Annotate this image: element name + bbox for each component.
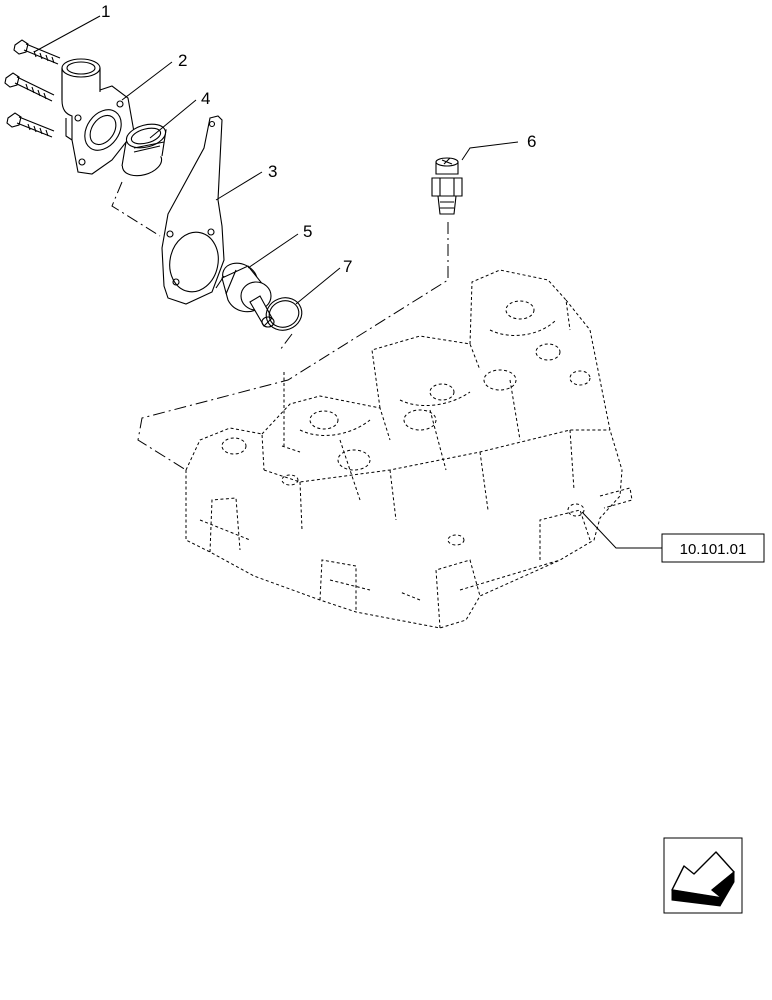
gasket-part-3 — [161, 115, 225, 305]
callout-7: 7 — [343, 257, 352, 276]
callout-5: 5 — [303, 222, 312, 241]
callout-2: 2 — [178, 51, 187, 70]
reference-box[interactable] — [661, 533, 765, 563]
bolt-part-1 — [4, 39, 61, 138]
arrow-back-icon[interactable] — [663, 837, 743, 914]
temperature-sensor-part-6 — [431, 157, 463, 215]
assembly-path-lines — [111, 181, 449, 471]
reference-label: 10.101.01 — [680, 541, 747, 558]
bolt-bottom — [6, 112, 55, 138]
callout-3: 3 — [268, 162, 277, 181]
reference-link-10-101-01[interactable]: 10.101.01 — [661, 533, 765, 563]
o-ring-part-7 — [265, 297, 303, 331]
bolt-middle — [4, 72, 55, 102]
callout-4: 4 — [201, 89, 210, 108]
thermostat-part-5 — [215, 262, 275, 328]
bolt-top — [13, 39, 61, 65]
sleeve-part-4 — [121, 123, 167, 177]
callout-1: 1 — [101, 2, 110, 21]
thermostat-housing-part-2 — [61, 58, 135, 175]
callout-6: 6 — [527, 132, 536, 151]
leader-lines — [33, 15, 662, 549]
callout-labels: 1 2 3 4 5 6 7 — [101, 2, 536, 276]
cylinder-head-block — [185, 269, 633, 629]
